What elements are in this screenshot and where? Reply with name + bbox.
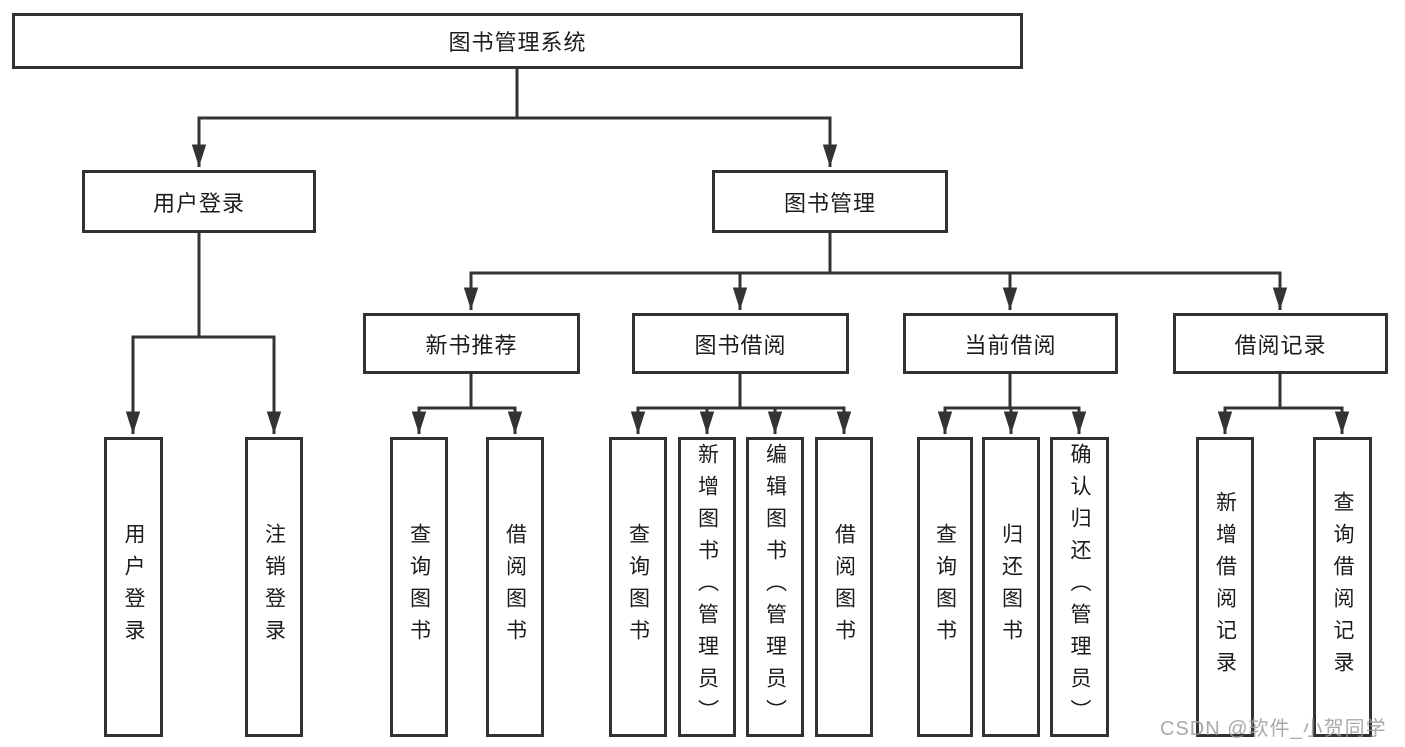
leaf-newrec-query-book-label: 查询图书 <box>407 523 431 651</box>
leaf-borrow-edit-book: 编辑图书（管理员） <box>746 437 804 737</box>
new-book-recommend-node: 新书推荐 <box>363 313 580 374</box>
root-label: 图书管理系统 <box>448 30 587 55</box>
leaf-borrow-add-book-label: 新增图书（管理员） <box>695 443 719 731</box>
borrow-record-node: 借阅记录 <box>1173 313 1388 374</box>
leaf-current-return-book: 归还图书 <box>982 437 1040 737</box>
borrow-record-label: 借阅记录 <box>1234 332 1327 358</box>
leaf-borrow-borrow-book: 借阅图书 <box>815 437 873 737</box>
csdn-watermark: CSDN @软件_小贺同学 <box>1160 718 1387 740</box>
leaf-record-add-label: 新增借阅记录 <box>1213 491 1237 683</box>
book-management-node: 图书管理 <box>712 170 948 233</box>
leaf-user-login: 用户登录 <box>104 437 163 737</box>
leaf-borrow-query-book-label: 查询图书 <box>626 523 650 651</box>
leaf-borrow-borrow-book-label: 借阅图书 <box>832 523 856 651</box>
new-book-recommend-label: 新书推荐 <box>425 332 518 358</box>
leaf-logout: 注销登录 <box>245 437 303 737</box>
user-login-group-label: 用户登录 <box>152 190 245 216</box>
root-node: 图书管理系统 <box>12 13 1023 69</box>
book-borrowing-label: 图书借阅 <box>694 332 787 358</box>
leaf-current-return-book-label: 归还图书 <box>999 523 1023 651</box>
leaf-newrec-borrow-book-label: 借阅图书 <box>503 523 527 651</box>
leaf-record-add: 新增借阅记录 <box>1196 437 1254 737</box>
leaf-record-query: 查询借阅记录 <box>1313 437 1372 737</box>
leaf-borrow-query-book: 查询图书 <box>609 437 667 737</box>
leaf-borrow-add-book: 新增图书（管理员） <box>678 437 736 737</box>
leaf-current-query-book: 查询图书 <box>917 437 973 737</box>
leaf-current-confirm-return: 确认归还（管理员） <box>1050 437 1109 737</box>
book-management-label: 图书管理 <box>783 190 876 216</box>
book-borrowing-node: 图书借阅 <box>632 313 849 374</box>
leaf-record-query-label: 查询借阅记录 <box>1331 491 1354 683</box>
current-borrowing-label: 当前借阅 <box>964 332 1057 358</box>
leaf-borrow-edit-book-label: 编辑图书（管理员） <box>763 443 787 731</box>
current-borrowing-node: 当前借阅 <box>903 313 1118 374</box>
leaf-current-confirm-return-label: 确认归还（管理员） <box>1068 443 1091 731</box>
leaf-logout-label: 注销登录 <box>262 523 286 651</box>
user-login-group-node: 用户登录 <box>82 170 316 233</box>
connectors <box>125 68 1350 434</box>
leaf-newrec-query-book: 查询图书 <box>390 437 448 737</box>
leaf-user-login-label: 用户登录 <box>122 523 145 651</box>
leaf-current-query-book-label: 查询图书 <box>933 523 957 651</box>
leaf-newrec-borrow-book: 借阅图书 <box>486 437 544 737</box>
